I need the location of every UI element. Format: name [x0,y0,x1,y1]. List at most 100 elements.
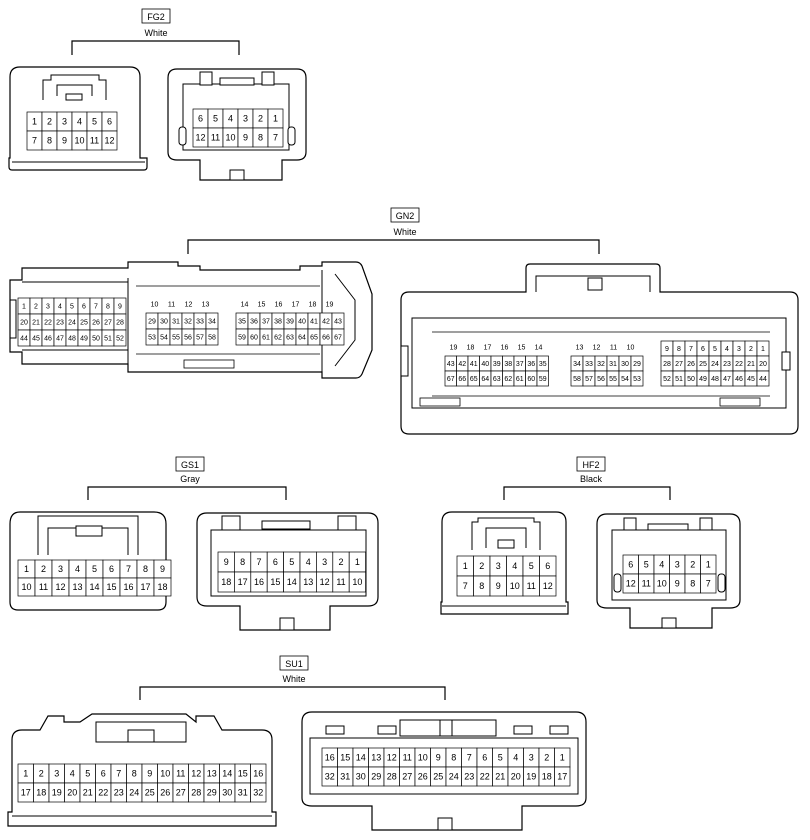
connector-lock [37,515,139,555]
pin-number: 1 [22,304,26,311]
pin-number: 7 [706,579,711,589]
pin-number: 32 [184,319,192,326]
pin-number: 16 [254,577,264,587]
pin-number: 43 [447,361,455,368]
pin-number: 1 [24,564,29,574]
pin-number: 9 [496,581,501,591]
pin-number: 15 [258,302,266,309]
pin-number: 55 [172,335,180,342]
connector-key [699,517,713,531]
pin-number: 67 [447,376,455,383]
connector-latch [65,93,83,101]
connector-latch [661,617,677,629]
pin-number: 10 [352,577,362,587]
connector-side-notch [400,345,409,377]
pin-number: 5 [644,560,649,570]
connector-slot [549,725,569,735]
pin-number: 6 [107,117,112,127]
pin-number: 4 [75,564,80,574]
pin-number: 7 [467,753,472,763]
pin-number: 21 [83,788,93,798]
group-hf2-header: HF2 Black [503,456,671,500]
pin-cell [536,370,549,387]
pin-number: 13 [303,577,313,587]
pin-number: 56 [184,335,192,342]
connector-key [221,515,241,531]
pin-number: 10 [74,136,84,146]
group-su1-header: SU1 White [139,655,446,700]
pin-number: 62 [274,335,282,342]
pin-number: 43 [334,319,342,326]
pin-number: 49 [699,376,707,383]
pin-number: 54 [160,335,168,342]
pin-number: 59 [238,335,246,342]
pin-number: 44 [20,336,28,343]
pin-number: 17 [140,582,150,592]
pin-number: 9 [675,579,680,589]
pin-number: 15 [238,769,248,779]
pin-number: 28 [116,320,124,327]
pin-number: 8 [479,581,484,591]
pin-number: 22 [735,361,743,368]
connector-key [337,515,357,531]
pin-number: 31 [238,788,248,798]
pin-number: 40 [298,319,306,326]
pin-number: 9 [160,564,165,574]
pin-number: 12 [55,582,65,592]
connector-slot [219,77,255,86]
pin-number: 23 [723,361,731,368]
pin-number: 10 [657,579,667,589]
connector-key [261,71,275,86]
pin-number: 14 [222,769,232,779]
pin-number: 3 [737,346,741,353]
pin-cell [756,370,770,387]
connector-lock-inner [485,527,527,548]
connector-slot [261,520,311,530]
pin-number: 6 [198,114,203,124]
pin-number: 1 [23,769,28,779]
connector-ribs [136,285,320,355]
pin-number: 35 [238,319,246,326]
pin-number: 21 [747,361,755,368]
pin-number: 65 [310,335,318,342]
pin-number: 30 [356,772,366,782]
pin-number: 38 [274,319,282,326]
pin-number: 29 [148,319,156,326]
pin-number: 8 [451,753,456,763]
pin-number: 11 [336,577,345,587]
pin-number: 22 [98,788,108,798]
pin-number: 5 [213,114,218,124]
pin-number: 12 [543,581,553,591]
pin-number: 45 [747,376,755,383]
connector-cavity [210,529,367,597]
pin-number: 10 [225,133,235,143]
connector-slot [419,397,461,407]
pin-number: 32 [325,772,335,782]
pin-number: 26 [92,320,100,327]
pin-number: 3 [62,117,67,127]
connector-slot [325,725,345,735]
pin-number: 60 [250,335,258,342]
connector-latch [439,719,453,737]
pin-number: 25 [699,361,707,368]
connector-latch [75,525,103,537]
pin-number: 2 [47,117,52,127]
pin-number: 17 [21,788,31,798]
pin-number: 34 [573,361,581,368]
pin-number: 16 [123,582,133,592]
pin-number: 11 [90,136,99,146]
pin-number: 20 [67,788,77,798]
pin-number: 7 [32,136,37,146]
pin-number: 24 [129,788,139,798]
pin-number: 61 [262,335,270,342]
pin-number: 3 [54,769,59,779]
pin-number: 29 [371,772,381,782]
group-color-label: Black [580,474,603,484]
pin-number: 29 [207,788,217,798]
group-bracket [71,40,240,55]
